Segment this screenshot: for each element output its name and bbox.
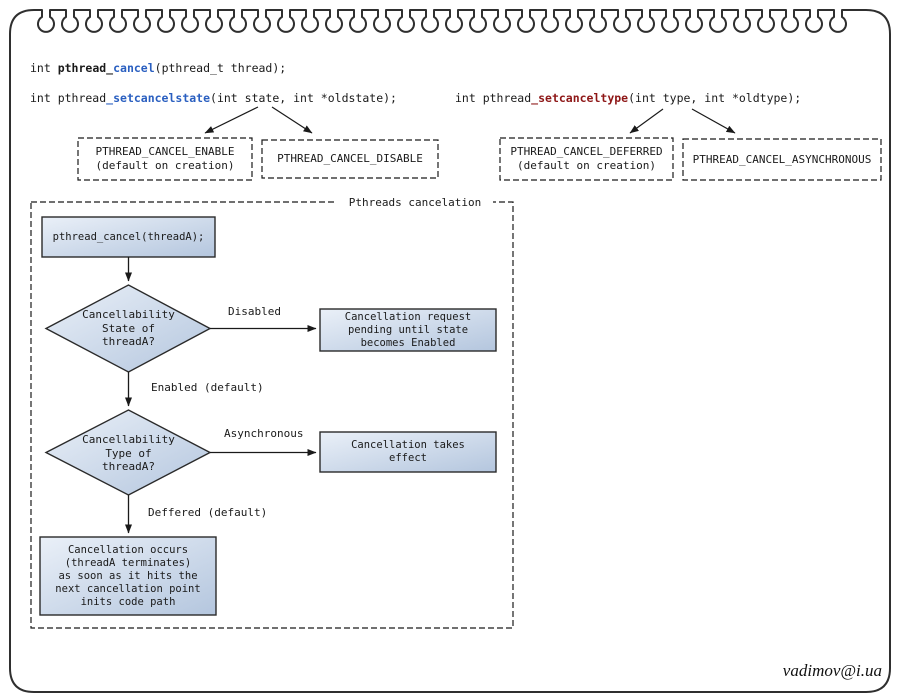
signature-pthread-setcancelstate: int pthread_setcancelstate(int state, in… xyxy=(30,91,397,105)
option-name: PTHREAD_CANCEL_ASYNCHRONOUS xyxy=(692,152,872,166)
node-pending-label: Cancellation request pending until state… xyxy=(320,309,496,351)
node-text: becomes Enabled xyxy=(360,336,456,349)
edge-label-disabled: Disabled xyxy=(228,305,281,318)
node-takes-effect-label: Cancellation takes effect xyxy=(320,432,496,472)
node-text: inits code path xyxy=(80,595,176,608)
option-name: PTHREAD_CANCEL_ENABLE xyxy=(95,145,235,158)
arrow-type-to-deferred xyxy=(629,108,664,134)
watermark-signature: vadimov@i.ua xyxy=(782,661,882,680)
option-cancel-asynchronous: PTHREAD_CANCEL_ASYNCHRONOUS xyxy=(683,139,881,180)
option-name: PTHREAD_CANCEL_DISABLE xyxy=(277,152,423,165)
node-text: Cancellability xyxy=(82,308,175,322)
arrow-state-to-disable xyxy=(271,106,313,134)
node-text: Type of xyxy=(105,446,152,460)
flowchart-title: Pthreads cancelation xyxy=(337,196,493,209)
node-text: pthread_cancel(threadA); xyxy=(52,230,205,243)
box-cancel-deferred-border xyxy=(499,137,674,181)
code-text: int pthread xyxy=(455,91,532,105)
notebook-page-border xyxy=(9,9,891,693)
signature-pthread-setcanceltype: int pthread_setcanceltype(int type, int … xyxy=(455,91,801,105)
arrow-state-to-enable xyxy=(204,106,259,134)
flowchart-container-border xyxy=(30,201,514,629)
code-text-highlight: _setcancelstate xyxy=(106,91,211,105)
box-cancel-enable-border xyxy=(77,137,253,181)
code-text: (int type, int *oldtype); xyxy=(628,91,802,105)
option-name: PTHREAD_CANCEL_DEFERRED xyxy=(510,145,663,158)
node-text: Cancellability xyxy=(82,433,175,447)
option-note: (default on creation) xyxy=(516,159,657,172)
box-cancel-disable-border xyxy=(261,139,439,179)
node-occurs-label: Cancellation occurs (threadA terminates)… xyxy=(40,537,216,615)
node-text: pending until state xyxy=(347,323,469,336)
edge-label-asynchronous: Asynchronous xyxy=(224,427,304,440)
node-text: Cancellation request xyxy=(344,310,472,323)
code-text: pthread_ xyxy=(57,61,114,75)
decision-state-label: Cancellability State of threadA? xyxy=(48,287,209,370)
option-cancel-disable: PTHREAD_CANCEL_DISABLE xyxy=(262,140,438,178)
node-text: threadA? xyxy=(102,460,155,474)
code-text: (pthread_t thread); xyxy=(154,61,287,75)
option-note: (default on creation) xyxy=(95,159,235,172)
node-text: Cancellation takes xyxy=(351,439,465,451)
edge-label-enabled: Enabled (default) xyxy=(151,381,264,394)
decision-type-label: Cancellability Type of threadA? xyxy=(48,412,209,495)
box-cancel-async-border xyxy=(682,138,882,181)
node-text: effect xyxy=(389,452,427,464)
option-cancel-deferred: PTHREAD_CANCEL_DEFERRED (default on crea… xyxy=(500,138,673,180)
node-takes-effect-shape xyxy=(319,431,497,473)
node-text: threadA? xyxy=(102,335,155,349)
signature-pthread-cancel: int pthread_cancel(pthread_t thread); xyxy=(30,61,286,75)
code-text: int xyxy=(30,61,58,75)
node-pending-shape xyxy=(319,308,497,352)
arrow-type-to-async xyxy=(691,108,736,134)
node-text: as soon as it hits the xyxy=(58,569,198,582)
edge-label-deferred: Deffered (default) xyxy=(148,506,268,519)
option-cancel-enable: PTHREAD_CANCEL_ENABLE (default on creati… xyxy=(78,138,252,180)
node-occurs-shape xyxy=(39,536,217,616)
node-text: (threadA terminates) xyxy=(64,556,192,569)
node-text: Cancellation occurs xyxy=(67,543,189,556)
code-text-highlight: cancel xyxy=(113,61,155,75)
code-text: int pthread xyxy=(30,91,107,105)
node-start-label: pthread_cancel(threadA); xyxy=(42,217,215,257)
node-text: State of xyxy=(102,321,155,335)
node-text: next cancellation point xyxy=(55,582,201,595)
code-text-highlight: _setcanceltype xyxy=(531,91,629,105)
node-start-shape xyxy=(41,216,216,258)
code-text: (int state, int *oldstate); xyxy=(210,91,397,105)
